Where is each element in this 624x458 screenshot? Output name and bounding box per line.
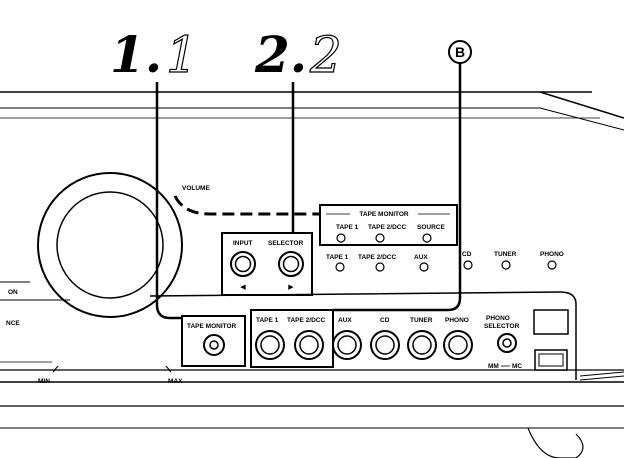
balance-label: NCE xyxy=(6,320,20,327)
left-arrow-icon: ◀ xyxy=(240,284,246,291)
src-tape2-label: TAPE 2/DCC xyxy=(358,254,396,261)
tape2-button-label: TAPE 2/DCC xyxy=(287,317,325,324)
tape-monitor-button[interactable] xyxy=(203,334,225,356)
step-1-sub-number: 1 xyxy=(166,26,198,84)
min-tick xyxy=(52,365,59,373)
lower-panel xyxy=(0,281,624,429)
src-tape1-label: TAPE 1 xyxy=(326,254,349,261)
tape1-button[interactable] xyxy=(255,330,285,360)
volume-label: VOLUME xyxy=(182,185,210,192)
tuner-button-label: TUNER xyxy=(410,317,433,324)
mm-label: MM xyxy=(488,363,499,370)
tuner-button[interactable] xyxy=(407,330,437,360)
aux-button-label: AUX xyxy=(338,317,352,324)
src-aux-label: AUX xyxy=(414,254,428,261)
src-aux-indicator xyxy=(419,262,429,272)
src-phono-label: PHONO xyxy=(540,251,564,258)
tm-tape1-label: TAPE 1 xyxy=(336,224,359,231)
src-tape1-indicator xyxy=(335,262,345,272)
pointer-line-callout-b xyxy=(333,63,462,312)
side-switch-inner xyxy=(538,353,564,367)
receiver-top-edge xyxy=(0,91,624,131)
src-tuner-indicator xyxy=(501,260,511,270)
on-label: ON xyxy=(8,289,18,296)
input-selector-left-button[interactable] xyxy=(230,251,256,277)
phono-selector-label-2: SELECTOR xyxy=(484,323,520,330)
input-label: INPUT xyxy=(233,240,253,247)
callout-b: B xyxy=(448,40,472,64)
receiver-foot xyxy=(527,427,584,458)
phono-button[interactable] xyxy=(443,330,473,360)
phono-button-label: PHONO xyxy=(445,317,469,324)
step-1-number: 1. xyxy=(110,25,162,84)
mc-label: MC xyxy=(512,363,522,370)
selector-label: SELECTOR xyxy=(268,240,304,247)
src-phono-indicator xyxy=(547,260,557,270)
tape2-button[interactable] xyxy=(294,330,324,360)
src-tape2-indicator xyxy=(375,262,385,272)
src-cd-label: CD xyxy=(462,251,472,258)
step-2-sub-number: 2 xyxy=(309,26,342,84)
tape-monitor-indicator-box xyxy=(319,204,458,246)
pointer-line-step-1 xyxy=(155,82,182,320)
dashed-connector xyxy=(173,195,320,216)
input-selector-right-button[interactable] xyxy=(278,251,304,277)
phono-selector-label-1: PHONO xyxy=(486,315,510,322)
max-tick xyxy=(165,365,172,373)
tape-monitor-header: TAPE MONITOR xyxy=(359,211,409,218)
svg-text:B: B xyxy=(455,44,465,60)
display-window xyxy=(533,309,569,335)
volume-knob[interactable] xyxy=(37,172,183,318)
tm-source-indicator xyxy=(422,233,432,243)
tm-tape2-indicator xyxy=(375,233,385,243)
tm-source-label: SOURCE xyxy=(417,224,445,231)
tm-tape1-indicator xyxy=(336,233,346,243)
aux-button[interactable] xyxy=(332,330,362,360)
src-tuner-label: TUNER xyxy=(494,251,517,258)
tm-tape2-label: TAPE 2/DCC xyxy=(368,224,406,231)
src-cd-indicator xyxy=(463,260,473,270)
cd-button[interactable] xyxy=(370,330,400,360)
step-2-number: 2. xyxy=(254,25,307,84)
tape-monitor-button-label: TAPE MONITOR xyxy=(187,323,237,330)
right-arrow-icon: ▶ xyxy=(288,284,294,291)
cd-button-label: CD xyxy=(380,317,390,324)
tape1-button-label: TAPE 1 xyxy=(256,317,279,324)
phono-selector-button[interactable] xyxy=(497,333,517,353)
